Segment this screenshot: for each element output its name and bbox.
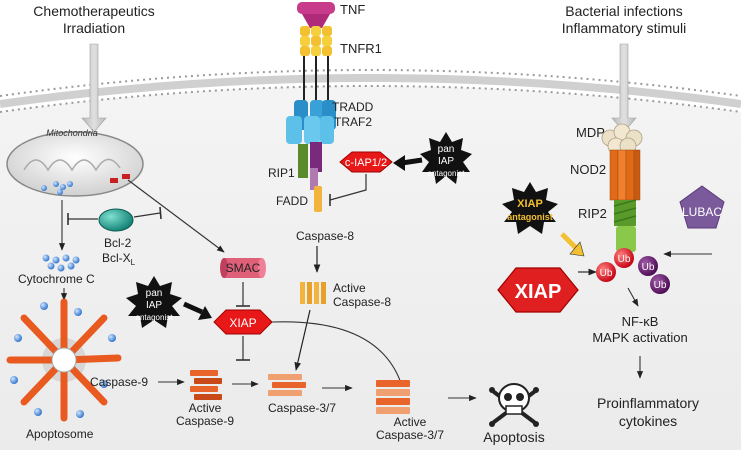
- xiap-antagonist-line2: antagonist: [507, 212, 553, 222]
- ub-label-4: Ub: [654, 280, 667, 291]
- caspase8-label: Caspase-8: [296, 229, 354, 243]
- pan-antagonist-mid-line2: IAP: [146, 300, 162, 311]
- caspase37-label: Caspase-3/7: [268, 401, 336, 415]
- rip2-label: RIP2: [578, 206, 607, 221]
- xiap-large-label: XIAP: [515, 281, 562, 303]
- active-caspase37-line2: Caspase-3/7: [376, 428, 444, 442]
- active-caspase37-line1: Active: [394, 415, 427, 429]
- active-caspase9: [190, 370, 222, 400]
- cytochrome-c-label: Cytochrome C: [18, 272, 95, 286]
- smac-protein: [220, 258, 266, 278]
- pan-antagonist-top-line3: antagonist: [428, 169, 466, 178]
- apoptosome: [6, 298, 122, 422]
- ub-ball-4: [650, 274, 670, 294]
- xiap-antagonist-yellow-arrowhead: [569, 241, 585, 257]
- pan-antagonist-mid-line1: pan: [146, 288, 163, 299]
- mitochondria-label: Mitochondria: [46, 128, 98, 138]
- mitochondria: [6, 131, 144, 197]
- cytokines-line2: cytokines: [619, 413, 677, 429]
- stimulus-bacterial-infections: Bacterial infections: [565, 3, 683, 19]
- active-caspase8-line2: Caspase-8: [333, 295, 391, 309]
- rip1-label: RIP1: [268, 166, 295, 180]
- bcl2-inhibition-right: [133, 212, 161, 218]
- ciap-inhibition-line: [329, 174, 367, 201]
- grey-signal-arrow-left: [81, 43, 107, 133]
- xiap-antagonist-star: [502, 182, 558, 234]
- tradd-traf2-complex: [286, 100, 336, 144]
- cell-membrane: [0, 69, 741, 113]
- nod2-receptor: [609, 149, 641, 201]
- bcl2-inhibition-right-bar: [159, 206, 162, 220]
- xiap-antagonist-yellow-arrow: [560, 232, 578, 250]
- stimulus-irradiation: Irradiation: [63, 20, 125, 36]
- mito-to-smac-arrow: [127, 179, 225, 253]
- cytokines-line1: Proinflammatory: [597, 395, 699, 411]
- bclxl-label: Bcl-XL: [102, 251, 136, 267]
- bcl2-protein: [98, 208, 134, 232]
- nod2-label: NOD2: [570, 162, 606, 177]
- mapk-label: MAPK activation: [592, 330, 687, 345]
- caspase37: [268, 374, 306, 396]
- active-caspase9-line2: Caspase-9: [176, 414, 234, 428]
- tnf-label: TNF: [340, 2, 365, 17]
- lubac-label: LUBAC: [682, 205, 722, 219]
- ub-label-3: Ub: [642, 262, 655, 273]
- caspase9-label: Caspase-9: [90, 375, 148, 389]
- caspase8-to-caspase37-arrow: [294, 309, 311, 371]
- fadd-label: FADD: [276, 194, 308, 208]
- apoptosis-label: Apoptosis: [483, 429, 544, 445]
- pan-antagonist-mid-line3: antagonist: [136, 313, 174, 322]
- antagonist-arrow-mid: [182, 301, 204, 315]
- antagonist-arrowhead-mid: [198, 306, 212, 320]
- cell-cytoplasm: [0, 86, 741, 450]
- smac-label: SMAC: [226, 261, 261, 275]
- ub-to-nfkb-arrow: [627, 287, 639, 307]
- pan-iap-antagonist-star-mid: [126, 276, 182, 328]
- traf2-label: TRAF2: [334, 115, 372, 129]
- ciap-hexagon: [339, 151, 393, 173]
- ub-ball-1: [614, 248, 634, 268]
- pan-antagonist-top-line1: pan: [438, 144, 455, 155]
- apoptosome-label: Apoptosome: [26, 427, 94, 441]
- ub-ball-2: [596, 262, 616, 282]
- stimulus-chemotherapeutics: Chemotherapeutics: [33, 3, 154, 19]
- xiap-mid-label: XIAP: [229, 316, 256, 330]
- pan-antagonist-top-line2: IAP: [438, 156, 454, 167]
- nfkb-label: NF-κB: [622, 314, 659, 329]
- skull-crossbones-icon: [489, 383, 539, 427]
- xiap-hexagon-large: [497, 267, 579, 313]
- ub-label-2: Ub: [600, 268, 613, 279]
- antagonist-arrow-top: [401, 157, 423, 166]
- tnfr1-label: TNFR1: [340, 41, 382, 56]
- rip2-protein: [613, 199, 637, 252]
- rip1-fadd: [298, 142, 322, 212]
- ub-ball-3: [638, 256, 658, 276]
- xiap-inhibition-casp37-curve: [271, 321, 403, 387]
- active-caspase37: [376, 380, 410, 414]
- cytochrome-c-balls: [42, 254, 80, 272]
- mdp-label: MDP: [576, 125, 605, 140]
- bcl2-label: Bcl-2: [104, 236, 132, 250]
- active-caspase8: [300, 282, 326, 304]
- active-caspase8-line1: Active: [333, 281, 366, 295]
- xiap-antagonist-line1: XIAP: [517, 198, 543, 210]
- tradd-label: TRADD: [332, 100, 374, 114]
- antagonist-arrowhead-top: [393, 155, 405, 171]
- ciap-label: c-IAP1/2: [345, 157, 387, 169]
- active-caspase9-line1: Active: [189, 401, 222, 415]
- lubac-pentagon: [679, 185, 725, 229]
- tnf-ligand: [297, 2, 335, 56]
- ub-label-1: Ub: [618, 254, 631, 265]
- grey-signal-arrow-right: [611, 43, 637, 133]
- stimulus-inflammatory: Inflammatory stimuli: [562, 20, 686, 36]
- pan-iap-antagonist-star-top: [420, 132, 472, 184]
